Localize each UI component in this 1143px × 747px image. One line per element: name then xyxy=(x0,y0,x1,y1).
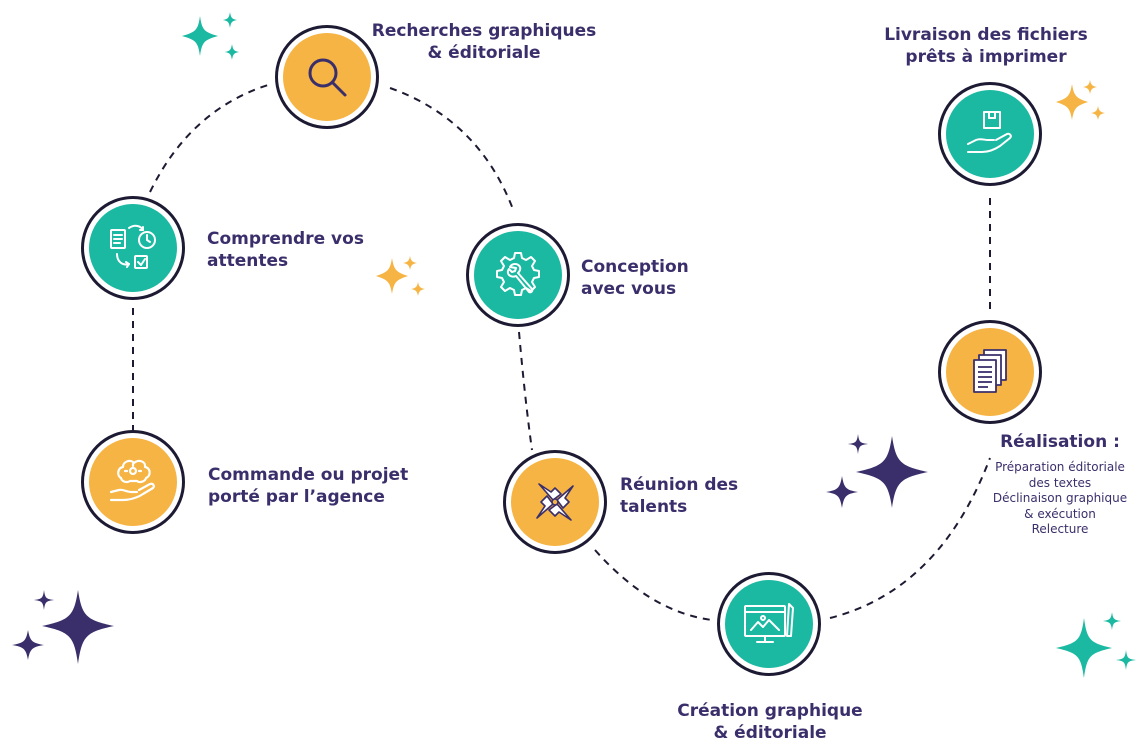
joined-hands-icon xyxy=(536,483,574,521)
step-commande-label: Commande ou projet porté par l’agence xyxy=(208,464,408,508)
step-reunion-line2: talents xyxy=(620,497,688,517)
step-creation-line2: & éditoriale xyxy=(713,723,827,743)
realisation-item: & exécution xyxy=(1024,506,1096,521)
sparkle-purple-icon xyxy=(12,590,114,664)
step-reunion-node xyxy=(503,450,607,554)
connector-reunion-creation xyxy=(594,549,713,621)
realisation-item: des textes xyxy=(1028,475,1092,490)
step-livraison-line1: Livraison des fichiers xyxy=(884,25,1088,45)
step-recherches-label: Recherches graphiques & éditoriale xyxy=(360,20,608,64)
realisation-item: Déclinaison graphique xyxy=(992,491,1128,505)
step-commande-line2: porté par l’agence xyxy=(208,487,385,507)
realisation-item: Relecture xyxy=(1031,522,1089,536)
sparkle-orange-icon xyxy=(376,256,425,296)
step-realisation-node xyxy=(938,320,1042,424)
sparkle-teal-icon xyxy=(182,12,239,60)
step-reunion-line1: Réunion des xyxy=(620,475,739,495)
connector-comprendre-recherches xyxy=(149,84,269,193)
sparkle-teal-icon xyxy=(1056,612,1136,678)
step-realisation-title: Réalisation : xyxy=(992,431,1128,453)
step-livraison-label: Livraison des fichiers prêts à imprimer xyxy=(870,24,1102,68)
realisation-item: Préparation éditoriale xyxy=(995,460,1125,474)
step-comprendre-line1: Comprendre vos xyxy=(207,229,364,249)
connector-recherches-conception xyxy=(389,87,515,213)
step-creation-label: Création graphique & éditoriale xyxy=(664,700,876,744)
connector-creation-realisation xyxy=(829,457,991,619)
step-realisation-title-text: Réalisation : xyxy=(1000,432,1120,452)
step-comprendre-line2: attentes xyxy=(207,251,289,271)
package-hand-icon xyxy=(967,111,1012,153)
step-creation-node xyxy=(717,572,821,676)
step-conception-line2: avec vous xyxy=(581,279,677,299)
step-realisation-list: Préparation éditoriale des textes Déclin… xyxy=(982,460,1138,538)
documents-icon xyxy=(973,349,1007,393)
sparkle-purple-icon xyxy=(826,434,928,508)
step-livraison-node xyxy=(938,82,1042,186)
step-livraison-line2: prêts à imprimer xyxy=(905,47,1067,67)
step-conception-line1: Conception xyxy=(581,257,689,277)
step-recherches-line2: & éditoriale xyxy=(427,43,541,63)
step-reunion-label: Réunion des talents xyxy=(620,474,738,518)
process-cycle-icon xyxy=(110,224,156,269)
search-icon xyxy=(308,58,347,97)
step-creation-line1: Création graphique xyxy=(677,701,863,721)
step-conception-node xyxy=(466,223,570,327)
sparkle-orange-icon xyxy=(1056,80,1105,120)
step-comprendre-node xyxy=(81,196,185,300)
design-board-icon xyxy=(744,603,794,643)
step-commande-line1: Commande ou projet xyxy=(208,465,409,485)
connector-conception-reunion xyxy=(518,331,533,451)
step-recherches-line1: Recherches graphiques xyxy=(371,21,597,41)
step-comprendre-label: Comprendre vos attentes xyxy=(207,228,364,272)
step-commande-node xyxy=(81,430,185,534)
step-recherches-node xyxy=(275,25,379,129)
step-conception-label: Conception avec vous xyxy=(581,256,689,300)
brain-lightbulb-hand-icon xyxy=(109,459,155,502)
gear-wrench-icon xyxy=(496,252,540,296)
